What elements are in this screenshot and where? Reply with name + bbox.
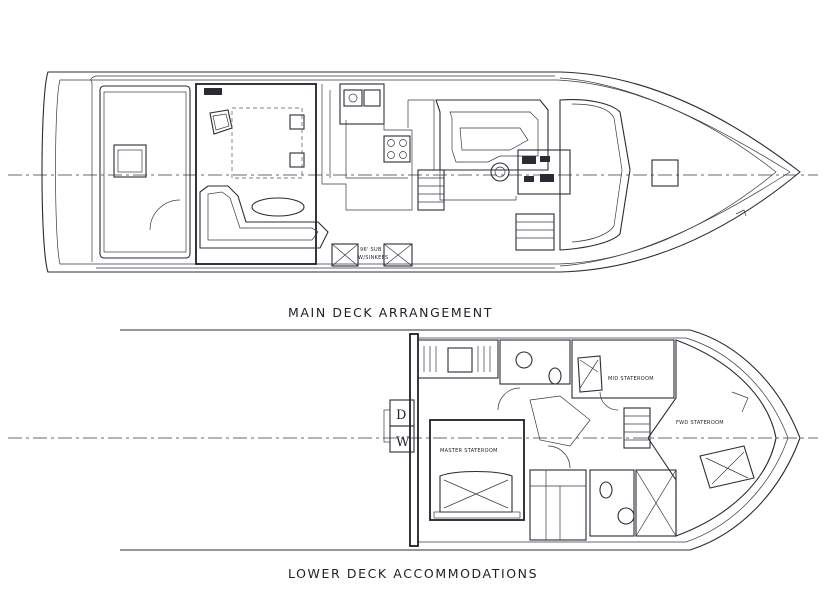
head-sink-2 [617, 507, 635, 525]
galley-range [383, 135, 411, 163]
companionway-stairs [417, 169, 445, 211]
lower-stairs [623, 407, 651, 449]
shower-stall [635, 469, 677, 537]
salon-chair [209, 109, 233, 135]
main-deck-gunwale [90, 75, 555, 269]
coffee-table [251, 197, 305, 217]
main-deck-hull-outer [41, 71, 801, 273]
galley-sink [343, 89, 363, 107]
mid-stateroom-bed [577, 355, 603, 393]
dryer-label: W [396, 435, 410, 450]
helm-stairs [515, 213, 555, 251]
fwd-stateroom-bed [699, 445, 755, 489]
storage-cabinet [417, 339, 499, 379]
appliance-box-1 [331, 243, 359, 267]
side-table-1 [289, 114, 305, 130]
burner-icon [387, 139, 395, 147]
head-toilet-2 [599, 481, 613, 499]
head-sink-1 [515, 351, 533, 369]
foredeck-hatch [651, 159, 679, 187]
helm-console [517, 149, 571, 195]
dinette-seating [435, 99, 549, 171]
salon-enclosure [195, 83, 317, 265]
main-deck-drawing: 96' SUB W/SINKEES [8, 71, 818, 273]
fwd-stateroom-label: FWD STATEROOM [676, 420, 724, 426]
master-stateroom-label: MASTER STATEROOM [440, 448, 498, 454]
salon-sofa [199, 185, 329, 249]
head-toilet-1 [548, 367, 562, 385]
cockpit-hatch [113, 144, 147, 178]
main-deck-hull-inner [55, 79, 777, 265]
appliance-box-2 [383, 243, 413, 267]
head-compartment-2 [529, 469, 587, 541]
galley-sink-2 [363, 89, 381, 107]
appliance-label-2: W/SINKEES [358, 255, 389, 261]
salon-door-marker [204, 88, 222, 95]
cockpit-area [99, 85, 191, 259]
lower-deck-drawing: D W MID STATEROOM FWD STATEROOM MASTER S… [8, 329, 818, 551]
engine-room-bulkhead [409, 333, 419, 547]
lower-deck-hull [410, 329, 801, 551]
mid-stateroom [571, 339, 675, 399]
main-deck-title: MAIN DECK ARRANGEMENT [288, 305, 493, 320]
side-table-2 [289, 152, 305, 168]
head-compartment-1 [499, 339, 571, 385]
mid-stateroom-label: MID STATEROOM [608, 376, 654, 382]
appliance-label-1: 96' SUB [360, 247, 382, 253]
master-bed [439, 471, 513, 513]
washer-label: D [396, 408, 406, 423]
helm-seat [490, 162, 510, 182]
windshield-frame [559, 99, 631, 251]
lower-deck-title: LOWER DECK ACCOMMODATIONS [288, 566, 539, 581]
master-stateroom [429, 419, 525, 521]
fwd-stateroom [647, 339, 777, 537]
